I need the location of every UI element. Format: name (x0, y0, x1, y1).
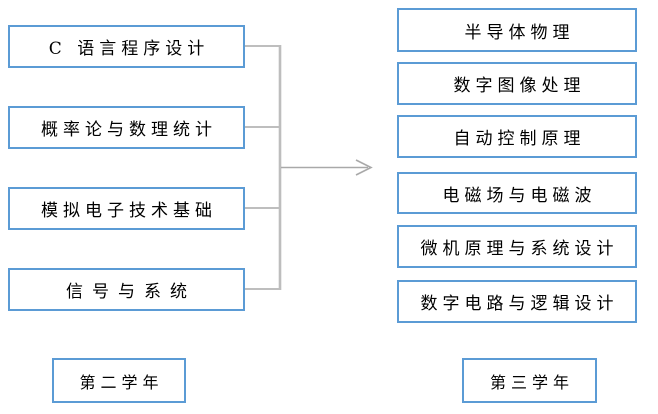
right-arrow-icon (355, 159, 373, 176)
course-box-electromagnetics: 电磁场与电磁波 (397, 172, 637, 214)
course-box-semiconductor-physics: 半导体物理 (397, 8, 637, 52)
course-box-digital-image-processing: 数字图像处理 (397, 62, 637, 105)
course-box-digital-logic-design: 数字电路与逻辑设计 (397, 280, 637, 323)
year-label-third: 第三学年 (462, 358, 597, 403)
course-box-microcomputer-design: 微机原理与系统设计 (397, 225, 637, 268)
year-label-second: 第二学年 (52, 358, 186, 403)
course-box-probability-statistics: 概率论与数理统计 (8, 106, 245, 149)
course-box-c-programming: C 语言程序设计 (8, 25, 245, 68)
course-box-analog-electronics: 模拟电子技术基础 (8, 187, 245, 230)
course-box-automatic-control: 自动控制原理 (397, 115, 637, 158)
course-box-signals-systems: 信号与系统 (8, 268, 245, 311)
